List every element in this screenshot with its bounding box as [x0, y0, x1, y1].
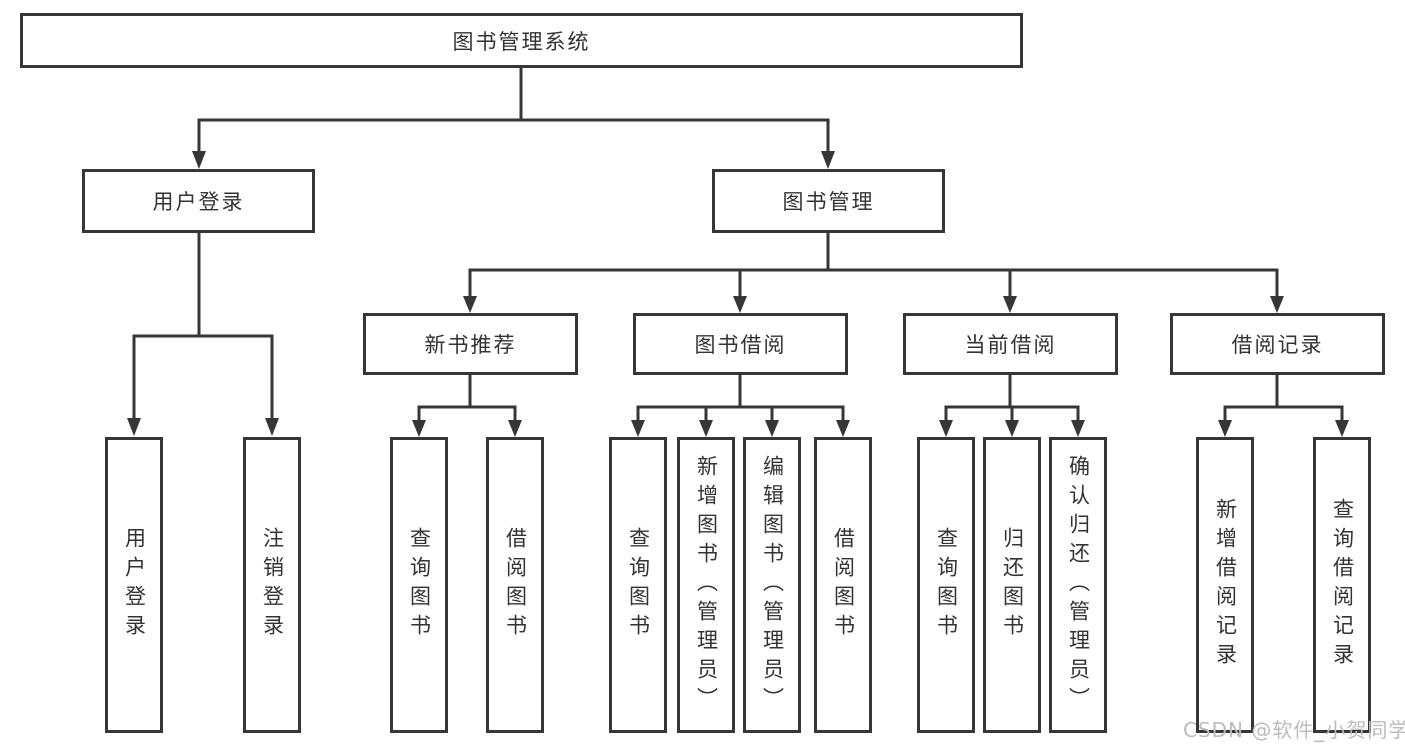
arrow-down-icon	[1335, 420, 1349, 437]
leaf-confirm-return-admin: 确认归还（管理员）	[1049, 437, 1107, 733]
connector-current-borrow-children	[939, 373, 1085, 437]
arrow-down-icon	[463, 296, 477, 313]
node-book-borrow: 图书借阅	[633, 313, 848, 375]
arrow-down-icon	[1270, 296, 1284, 313]
node-library-system: 图书管理系统	[20, 13, 1023, 68]
node-user-login: 用户登录	[82, 169, 315, 233]
leaf-borrow-books: 借阅图书	[814, 437, 872, 733]
arrow-down-icon	[733, 296, 747, 313]
node-book-management: 图书管理	[712, 169, 945, 233]
arrow-down-icon	[631, 420, 645, 437]
arrow-down-icon	[265, 418, 279, 436]
arrow-down-icon	[127, 418, 141, 436]
leaf-edit-books-admin: 编辑图书（管理员）	[743, 437, 801, 733]
connector-borrow-records-children	[1218, 373, 1349, 437]
connector-root-to-level2	[192, 65, 835, 169]
leaf-query-books-current: 查询图书	[917, 437, 975, 733]
arrow-down-icon	[192, 151, 206, 169]
arrow-down-icon	[821, 151, 835, 169]
leaf-logout: 注销登录	[243, 437, 301, 733]
arrow-down-icon	[1071, 420, 1085, 437]
connector-new-book-recommend-children	[412, 373, 522, 437]
arrow-down-icon	[1218, 420, 1232, 437]
node-current-borrow: 当前借阅	[903, 313, 1118, 375]
leaf-add-books-admin: 新增图书（管理员）	[677, 437, 735, 733]
leaf-query-borrow-record: 查询借阅记录	[1313, 437, 1371, 733]
leaf-query-books-recommend: 查询图书	[390, 437, 448, 733]
leaf-return-books: 归还图书	[983, 437, 1041, 733]
leaf-add-borrow-record: 新增借阅记录	[1196, 437, 1254, 733]
node-new-book-recommend: 新书推荐	[363, 313, 578, 375]
arrow-down-icon	[765, 420, 779, 437]
arrow-down-icon	[836, 420, 850, 437]
leaf-query-books-borrow: 查询图书	[609, 437, 667, 733]
arrow-down-icon	[939, 420, 953, 437]
csdn-watermark: CSDN @软件_小贺同学	[1183, 718, 1405, 742]
arrow-down-icon	[1005, 420, 1019, 437]
node-borrow-records: 借阅记录	[1170, 313, 1385, 375]
arrow-down-icon	[1003, 296, 1017, 313]
arrow-down-icon	[508, 420, 522, 437]
arrow-down-icon	[412, 420, 426, 437]
connector-book-borrow-children	[631, 373, 850, 437]
connector-user-login-children	[127, 231, 279, 436]
arrow-down-icon	[699, 420, 713, 437]
connector-book-management-children	[463, 231, 1284, 313]
leaf-user-login: 用户登录	[105, 437, 163, 733]
leaf-borrow-books-recommend: 借阅图书	[486, 437, 544, 733]
